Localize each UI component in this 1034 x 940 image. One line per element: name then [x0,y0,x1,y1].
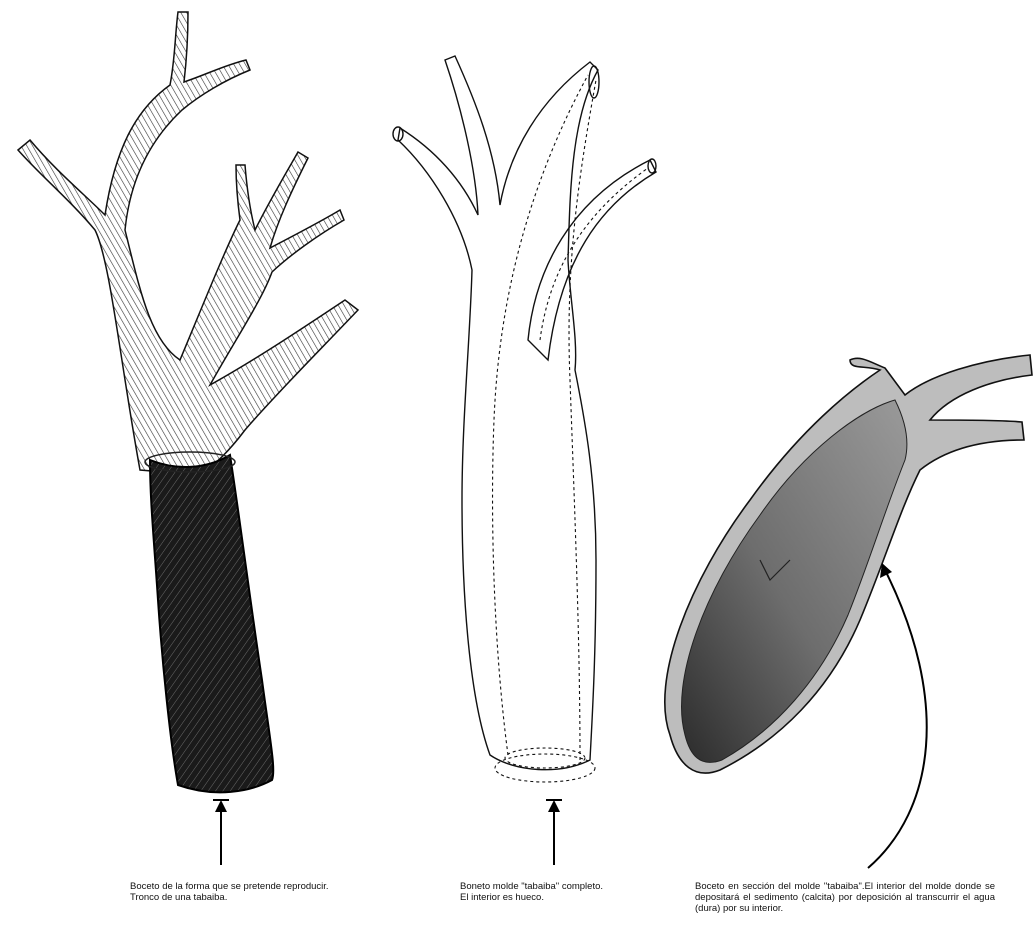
complete-mold-drawing [393,56,656,865]
mold-section-caption: Boceto en sección del molde "tabaiba".El… [695,881,995,914]
tree-trunk-caption: Boceto de la forma que se pretende repro… [130,881,460,903]
mold-section-drawing [665,355,1032,868]
trunk-branches [18,12,358,475]
tree-trunk-drawing [18,12,358,865]
mold-outline [398,56,598,770]
trunk-body [150,455,273,792]
complete-mold-caption: Boneto molde "tabaiba" completo. El inte… [460,881,690,903]
